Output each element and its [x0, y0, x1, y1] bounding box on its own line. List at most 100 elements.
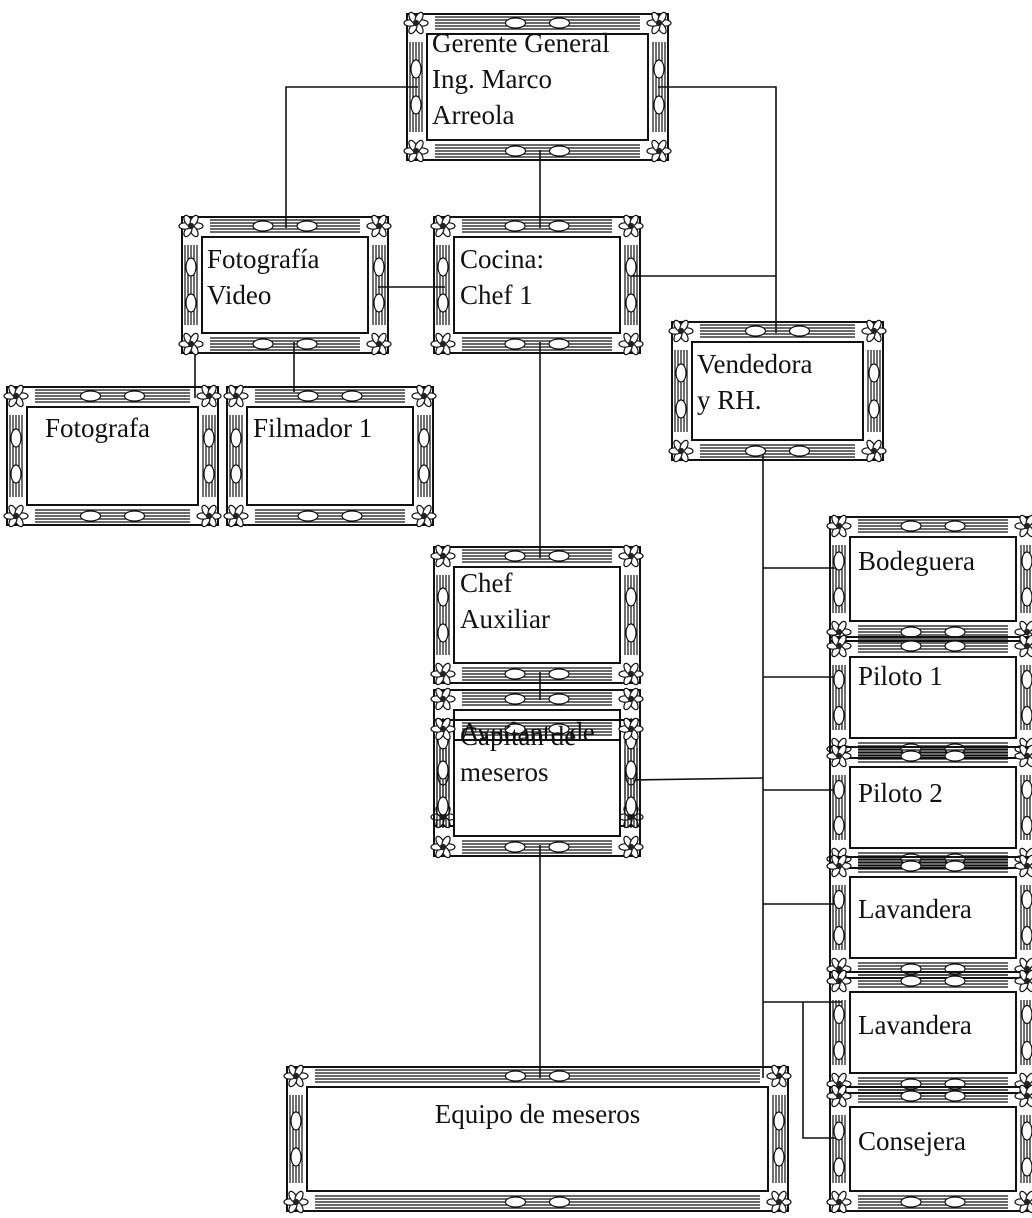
node-filmador: Filmador 1 [223, 384, 437, 528]
node-equipo-shell-ornament-1 [504, 1070, 571, 1082]
node-filmador-shell-ornament-2 [297, 510, 363, 522]
node-equipo-corner-ornament-3 [283, 1190, 309, 1214]
node-piloto1: Piloto 1 [826, 634, 1032, 761]
node-vendedora: Vendedora y RH. [668, 319, 887, 463]
node-gerente-label-line-1: Gerente General [432, 28, 610, 58]
node-chef-auxiliar-frame-outer [433, 546, 641, 684]
node-cocina-frame-inner [453, 236, 621, 334]
node-chef-auxiliar-corner-ornament-3 [430, 662, 456, 686]
node-equipo-side-ornament-2 [773, 1111, 785, 1167]
node-fotografia-corner-ornament-2 [366, 214, 392, 238]
node-bodeguera: Bodeguera [826, 514, 1032, 644]
node-fotografa-label-line-1: Fotografa [45, 413, 150, 443]
node-fotografia-side-ornament-2 [373, 257, 385, 313]
node-filmador-corner-ornament-4 [411, 504, 437, 528]
node-vendedora-label-line-2: y RH. [697, 385, 762, 415]
node-ayudante-corner-ornament-2 [618, 687, 644, 711]
node-bodeguera-frame-outer [829, 516, 1032, 642]
node-vendedora-label-line-1: Vendedora [697, 349, 812, 379]
node-lavandera2: Lavandera [826, 969, 1032, 1096]
node-filmador-frame-inner [246, 406, 414, 506]
node-capitan-shell-ornament-1 [504, 723, 570, 735]
node-cocina-frame-rails [436, 219, 638, 351]
node-lavandera1-label-line-1: Lavandera [858, 894, 972, 924]
node-consejera-corner-ornament-1 [826, 1084, 852, 1108]
node-gerente-label-line-2: Ing. Marco [432, 64, 552, 94]
node-fotografia-frame-inner [201, 236, 369, 334]
node-vendedora-frame-outer [671, 321, 884, 461]
node-lavandera1-shell-ornament-1 [900, 860, 966, 872]
node-fotografia-frame-outer [181, 216, 389, 354]
node-vendedora-side-ornament-1 [675, 363, 687, 419]
node-equipo-frame-rails [289, 1069, 786, 1209]
node-filmador-frame-outer [226, 386, 434, 526]
connector-vendedora-to-consejera [802, 1002, 840, 1139]
node-gerente-shell-ornament-2 [504, 145, 571, 157]
node-chef-auxiliar-shell-ornament-2 [504, 668, 570, 680]
connector-capitan-to-vendedora [629, 777, 764, 781]
node-piloto1-side-ornament-1 [833, 669, 845, 726]
node-piloto2-side-ornament-2 [1021, 779, 1032, 836]
node-lavandera2-shell-ornament-1 [900, 975, 966, 987]
node-consejera: Consejera [826, 1084, 1032, 1214]
node-fotografa-side-ornament-1 [10, 428, 22, 484]
node-piloto2-corner-ornament-2 [1014, 744, 1032, 768]
node-vendedora-shell-ornament-1 [744, 325, 811, 337]
node-fotografa-corner-ornament-1 [3, 384, 29, 408]
node-fotografa-corner-ornament-4 [196, 504, 222, 528]
node-chef-auxiliar-corner-ornament-1 [430, 544, 456, 568]
node-gerente-frame-rails [409, 16, 666, 158]
node-equipo-corner-ornament-2 [766, 1064, 792, 1088]
node-fotografia-corner-ornament-4 [366, 332, 392, 356]
node-cocina-corner-ornament-2 [618, 214, 644, 238]
node-piloto1-frame-rails [832, 639, 1031, 756]
node-piloto1-side-ornament-2 [1021, 669, 1032, 726]
node-filmador-frame-rails [229, 389, 431, 523]
node-equipo-side-ornament-1 [290, 1111, 302, 1167]
node-fotografa-shell-ornament-2 [79, 510, 146, 522]
node-consejera-shell-ornament-2 [900, 1196, 966, 1208]
node-fotografa-shell-ornament-1 [79, 390, 146, 402]
node-fotografia-side-ornament-1 [185, 257, 197, 313]
node-lavandera1-side-ornament-1 [833, 889, 845, 946]
node-lavandera1-corner-ornament-1 [826, 854, 852, 878]
node-vendedora-corner-ornament-4 [861, 439, 887, 463]
node-bodeguera-side-ornament-2 [1021, 551, 1032, 607]
node-piloto2: Piloto 2 [826, 744, 1032, 871]
node-capitan-side-ornament-2 [625, 760, 637, 816]
node-capitan-corner-ornament-1 [430, 717, 456, 741]
node-fotografia-corner-ornament-1 [178, 214, 204, 238]
node-consejera-corner-ornament-4 [1014, 1190, 1032, 1214]
node-cocina-side-ornament-2 [625, 257, 637, 313]
node-bodeguera-frame-inner [849, 536, 1017, 622]
node-vendedora-corner-ornament-2 [861, 319, 887, 343]
node-consejera-label-line-1: Consejera [858, 1126, 966, 1156]
node-vendedora-corner-ornament-3 [668, 439, 694, 463]
node-cocina-corner-ornament-3 [430, 332, 456, 356]
node-piloto2-shell-ornament-1 [900, 750, 966, 762]
node-fotografa-corner-ornament-2 [196, 384, 222, 408]
node-lavandera1: Lavandera [826, 854, 1032, 981]
node-chef-auxiliar-label-line-2: Auxiliar [460, 604, 550, 634]
node-equipo-frame-outer [286, 1066, 789, 1212]
node-lavandera2-side-ornament-1 [833, 1004, 845, 1061]
node-chef-auxiliar-corner-ornament-2 [618, 544, 644, 568]
node-lavandera2-corner-ornament-2 [1014, 969, 1032, 993]
node-chef-auxiliar-side-ornament-1 [437, 587, 449, 643]
node-fotografa-frame-inner [26, 406, 199, 506]
node-fotografa-frame-rails [9, 389, 216, 523]
node-fotografa-side-ornament-2 [203, 428, 215, 484]
node-cocina: Cocina:Chef 1 [430, 214, 644, 356]
node-capitan-corner-ornament-2 [618, 717, 644, 741]
node-gerente-side-ornament-1 [410, 59, 422, 115]
node-consejera-corner-ornament-2 [1014, 1084, 1032, 1108]
node-bodeguera-side-ornament-1 [833, 551, 845, 607]
node-equipo-corner-ornament-4 [766, 1190, 792, 1214]
node-filmador-label-line-1: Filmador 1 [253, 413, 372, 443]
node-bodeguera-corner-ornament-1 [826, 514, 852, 538]
node-cocina-label-line-2: Chef 1 [460, 280, 533, 310]
